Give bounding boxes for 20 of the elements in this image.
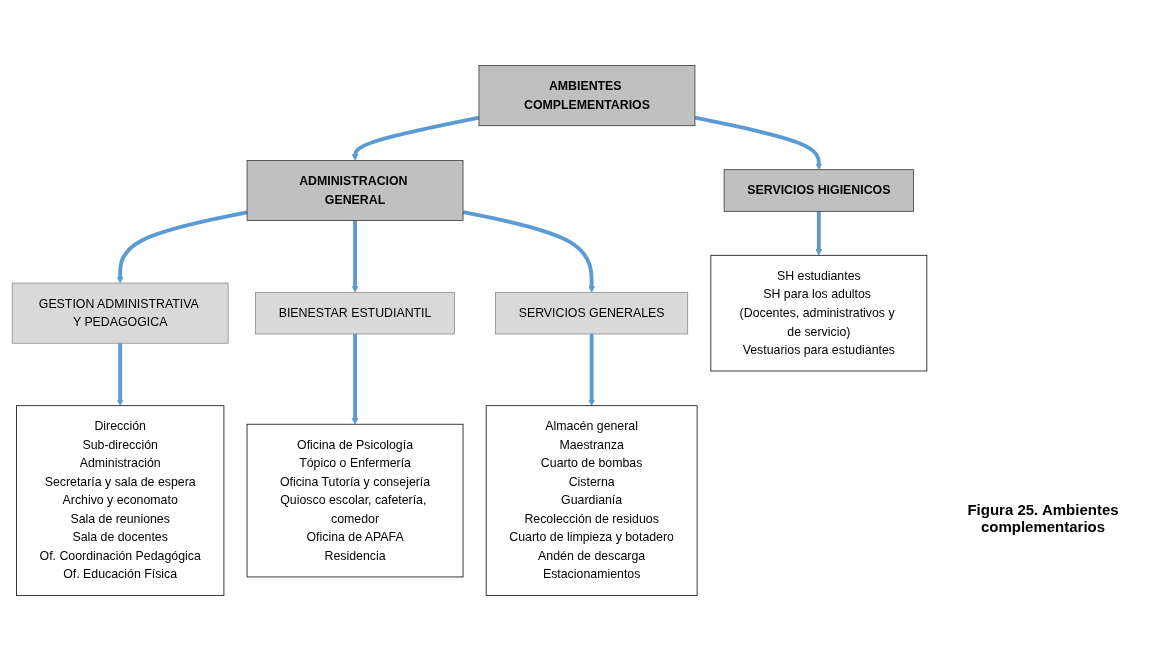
node-box: ADMINISTRACION GENERAL [246,160,464,221]
arrow [588,333,596,406]
node-box: GESTION ADMINISTRATIVA Y PEDAGOGICA [11,282,229,344]
arrow [351,220,359,293]
arrow [116,343,124,406]
node-box: Almacén general Maestranza Cuarto de bombas Cisterna Guardianía Recolección de residuos Cuarto de limpieza y botadero Andén de descarga Estacionamientos [485,405,698,596]
arrow [116,210,248,284]
node-box: Dirección Sub-dirección Administración Secretaría y sala de espera Archivo y economato Sala de reuniones Sala de docentes Of. Coordinación Pedagógica Of. Educación Física [16,405,225,596]
arrow [351,115,480,161]
arrow [694,115,823,170]
arrow [815,211,823,256]
figure-caption: Figura 25. Ambientes complementarios [966,501,1120,535]
arrow [462,210,596,293]
arrow [351,333,359,425]
node-box: SERVICIOS GENERALES [495,291,689,335]
node-box: SERVICIOS HIGIENICOS [723,169,914,212]
node-box: Oficina de Psicología Tópico o Enfermería Oficina Tutoría y consejería Quiosco escolar, cafetería, comedor Oficina de APAFA Residencia [246,423,464,578]
node-box: AMBIENTES COMPLEMENTARIOS [478,65,696,127]
node-box: SH estudiantes SH para los adultos (Docentes, administrativos y de servicio) Vestuarios para estudiantes [710,254,928,372]
node-box: BIENESTAR ESTUDIANTIL [255,291,455,335]
